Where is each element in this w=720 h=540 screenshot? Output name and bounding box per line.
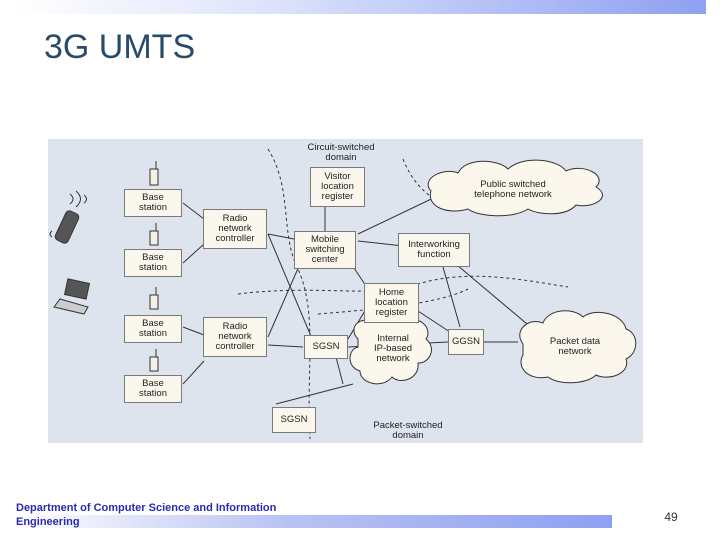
base-station-2: Base station — [124, 249, 182, 277]
footer-accent-bar — [14, 515, 612, 528]
packet-switched-domain-label: Packet-switched domain — [373, 420, 443, 441]
packet-data-cloud — [519, 310, 637, 384]
base-station-3: Base station — [124, 315, 182, 343]
slide-title: 3G UMTS — [44, 28, 196, 66]
radio-network-controller-1: Radio network controller — [203, 209, 267, 249]
base-station-1: Base station — [124, 189, 182, 217]
mobile-switching-center: Mobile switching center — [294, 231, 356, 269]
ggsn: GGSN — [448, 329, 484, 355]
umts-architecture-diagram: Base station Base station Base station B… — [48, 139, 643, 443]
sgsn-1: SGSN — [304, 335, 348, 359]
home-location-register: Home location register — [364, 283, 419, 323]
footer-department: Department of Computer Science and Infor… — [16, 502, 277, 528]
internal-ip-network-label: Internal IP-based network — [373, 333, 413, 364]
pstn-label: Public switched telephone network — [474, 179, 552, 200]
pstn-cloud — [427, 159, 603, 217]
circuit-switched-domain-label: Circuit-switched domain — [307, 142, 375, 163]
base-station-4: Base station — [124, 375, 182, 403]
packet-data-network-label: Packet data network — [549, 336, 601, 357]
interworking-function: Interworking function — [398, 233, 470, 267]
visitor-location-register: Visitor location register — [310, 167, 365, 207]
laptop-icon — [53, 278, 91, 315]
page-number: 49 — [664, 510, 678, 524]
radio-network-controller-2: Radio network controller — [203, 317, 267, 357]
sgsn-2: SGSN — [272, 407, 316, 433]
mobile-phone-icon — [48, 190, 87, 244]
diagram-connections — [48, 148, 637, 440]
top-accent-bar — [14, 0, 706, 14]
